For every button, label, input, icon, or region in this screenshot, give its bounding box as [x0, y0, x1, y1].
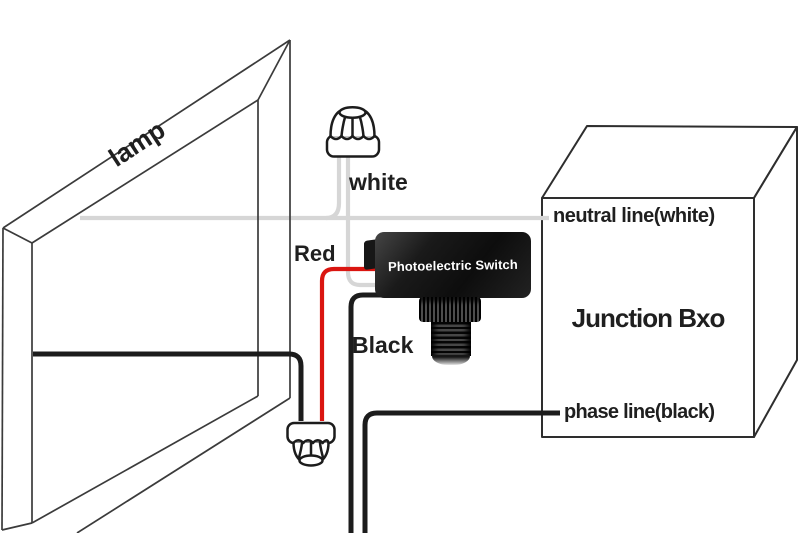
- white-wire-label: white: [349, 169, 408, 195]
- phase-line-label: phase line(black): [564, 401, 715, 423]
- junction-box-outline: [541, 125, 798, 438]
- phase-wire: [362, 410, 560, 533]
- black-wires: [33, 292, 560, 533]
- red-wire-label: Red: [294, 241, 336, 266]
- switch-stem-cap: [432, 355, 470, 365]
- wire-nut-top-left-lead: [325, 150, 342, 221]
- photoelectric-switch-body: Photoelectric Switch: [375, 232, 531, 298]
- switch-knurled-collar: [419, 297, 481, 322]
- junction-box-label: Junction Bxo: [571, 303, 726, 333]
- black-wire-label: Black: [352, 332, 414, 358]
- neutral-line-label: neutral line(white): [553, 205, 715, 227]
- switch-label: Photoelectric Switch: [387, 256, 519, 274]
- lamp-black-wire: [33, 351, 304, 421]
- switch-threaded-stem: [431, 322, 471, 356]
- white-wire-to-switch: [345, 150, 378, 288]
- wire-nut-bottom: [286, 421, 336, 467]
- switch-black-wire: [348, 292, 386, 533]
- white-wire: [80, 150, 549, 288]
- wire-nut-top: [325, 106, 381, 158]
- red-wire: [319, 266, 378, 421]
- lamp-outline: [1, 39, 291, 533]
